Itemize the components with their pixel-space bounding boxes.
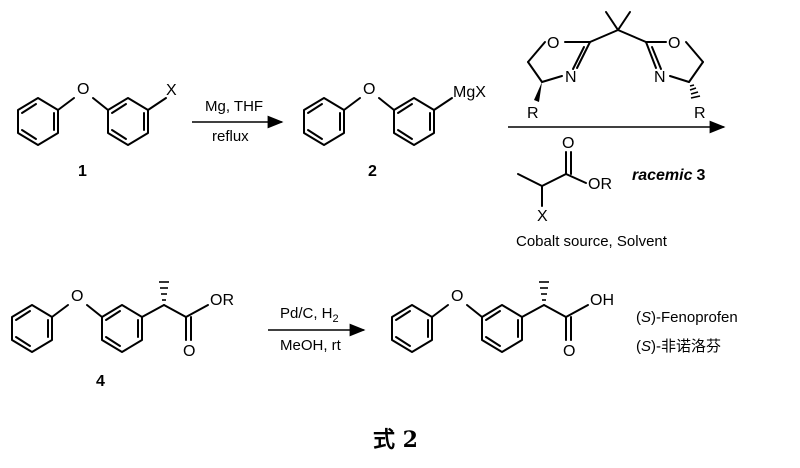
compound-number-1: 1 [78, 163, 87, 180]
stereo-hash-5 [539, 281, 549, 301]
stereo-hash-right [689, 84, 701, 99]
phenyl-ring-2a [303, 97, 345, 146]
reaction-arrow-1: Mg, THF reflux [192, 98, 284, 145]
ether-bond-2b [378, 97, 395, 111]
methyl-bond-left [605, 11, 619, 31]
oxygen-label: O [363, 81, 375, 98]
oxygen-label: O [77, 81, 89, 98]
ring-oxygen-left: O [547, 35, 559, 52]
oxygen-label: O [451, 288, 463, 305]
phenyl-ring-2b [393, 97, 435, 146]
phenyl-ring-5b [481, 304, 523, 353]
phenyl-ring-5a [391, 304, 433, 353]
compound-number-2: 2 [368, 163, 377, 180]
stereo-hash-4 [159, 281, 169, 301]
c-mg-bond-2 [433, 97, 453, 111]
compound-number-3: 3 [697, 167, 706, 184]
phenyl-ring-1a [17, 97, 59, 146]
h2-subscript: 2 [333, 313, 339, 325]
grignard-label: MgX [453, 84, 486, 101]
acid-bond-5 [565, 304, 589, 318]
r-group-left: R [527, 105, 539, 122]
ester-bond-3 [565, 173, 587, 184]
methyl-bond-right [617, 11, 631, 31]
ester-bond-4 [185, 304, 209, 318]
phenyl-ring-4b [101, 304, 143, 353]
ether-bond-5b [466, 304, 483, 318]
condition-cobalt: Cobalt source, Solvent [516, 233, 668, 250]
bisoxazoline-ligand: O O N N R R [527, 11, 706, 122]
condition-meoh: MeOH, rt [280, 337, 342, 354]
hydroxyl-label: OH [590, 292, 614, 309]
carbonyl-oxygen: O [562, 135, 574, 152]
ring-nitrogen-right: N [654, 69, 666, 86]
bridge-bond-right [617, 29, 647, 43]
scheme-caption: 式 2 [373, 427, 418, 453]
ether-bond-2a [343, 97, 361, 111]
oxazoline-ring-right [645, 41, 704, 83]
phenyl-ring-1b [107, 97, 149, 146]
product-name-cn: (S)-非诺洛芬 [636, 338, 721, 355]
condition-pdc: Pd/C, H [280, 305, 333, 322]
phenyl-ring-4a [11, 304, 53, 353]
reaction-arrow-3: Pd/C, H2 MeOH, rt [268, 305, 366, 354]
svg-text:Pd/C, H2: Pd/C, H2 [280, 305, 339, 325]
compound-4: O OR O 4 [11, 281, 234, 390]
alkoxy-label: OR [588, 176, 612, 193]
ring-oxygen-right: O [668, 35, 680, 52]
halogen-label: X [166, 82, 177, 99]
alpha-carbonyl-bond-4 [163, 304, 187, 318]
compound-2: O MgX 2 [303, 81, 486, 180]
alpha-bond-3 [541, 173, 567, 187]
ether-bond-4a [51, 304, 69, 318]
racemic-label: racemic [632, 167, 693, 184]
condition-reflux: reflux [212, 128, 249, 145]
carbonyl-oxygen: O [563, 343, 575, 360]
ether-bond-4b [86, 304, 103, 318]
r-group-right: R [694, 105, 706, 122]
ether-bond-5a [431, 304, 449, 318]
oxygen-label: O [71, 288, 83, 305]
compound-1: O X 1 [17, 81, 177, 180]
alpha-carbonyl-bond-5 [543, 304, 567, 318]
fenoprofen-product: O OH O [391, 281, 614, 360]
ether-bond-1a [57, 97, 75, 111]
methyl-bond-3 [517, 173, 543, 187]
carbonyl-oxygen: O [183, 343, 195, 360]
halogen-label: X [537, 208, 548, 225]
compound-number-4: 4 [96, 373, 105, 390]
ether-bond-1b [92, 97, 109, 111]
c-x-bond-1 [147, 97, 167, 111]
aryl-alpha-bond-4 [141, 304, 165, 318]
aryl-alpha-bond-5 [521, 304, 545, 318]
ring-nitrogen-left: N [565, 69, 577, 86]
condition-mg-thf: Mg, THF [205, 98, 263, 115]
oxazoline-ring-left [527, 41, 591, 83]
product-name-en: (S)-Fenoprofen [636, 309, 738, 326]
alkoxy-label: OR [210, 292, 234, 309]
stereo-wedge-left [534, 82, 542, 102]
bridge-bond-left [589, 29, 619, 43]
